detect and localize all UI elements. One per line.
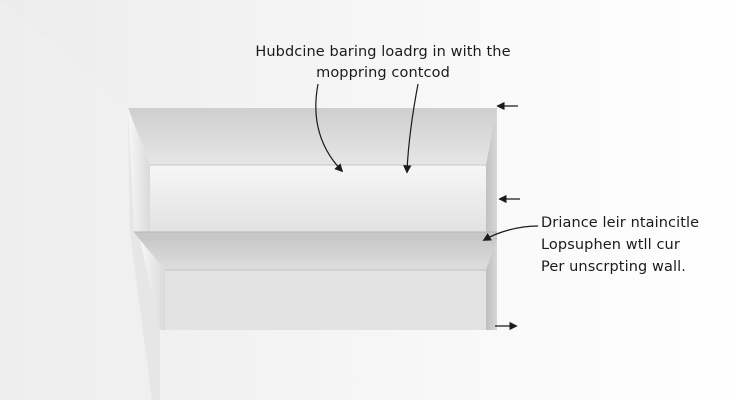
- left-side-face: [0, 0, 160, 400]
- lower-compartment: [140, 240, 497, 330]
- top-annotation-line: moppring contcod: [316, 65, 450, 81]
- middle-shelf-edge: [132, 231, 497, 240]
- side-annotation-line: Per unscrpting wall.: [541, 259, 686, 275]
- upper-compartment: [128, 108, 497, 232]
- side-annotation-line: Driance leir ntaincitle: [541, 215, 700, 231]
- top-annotation: Hubdcine baring loadrg in with the moppr…: [252, 42, 514, 84]
- side-annotation: Driance leir ntaincitle Lopsuphen wtll c…: [541, 212, 699, 278]
- top-label-leaders: [315, 83, 419, 174]
- side-annotation-line: Lopsuphen wtll cur: [541, 237, 680, 253]
- side-label-leader: [482, 225, 539, 241]
- top-annotation-line: Hubdcine baring loadrg in with the: [255, 44, 511, 60]
